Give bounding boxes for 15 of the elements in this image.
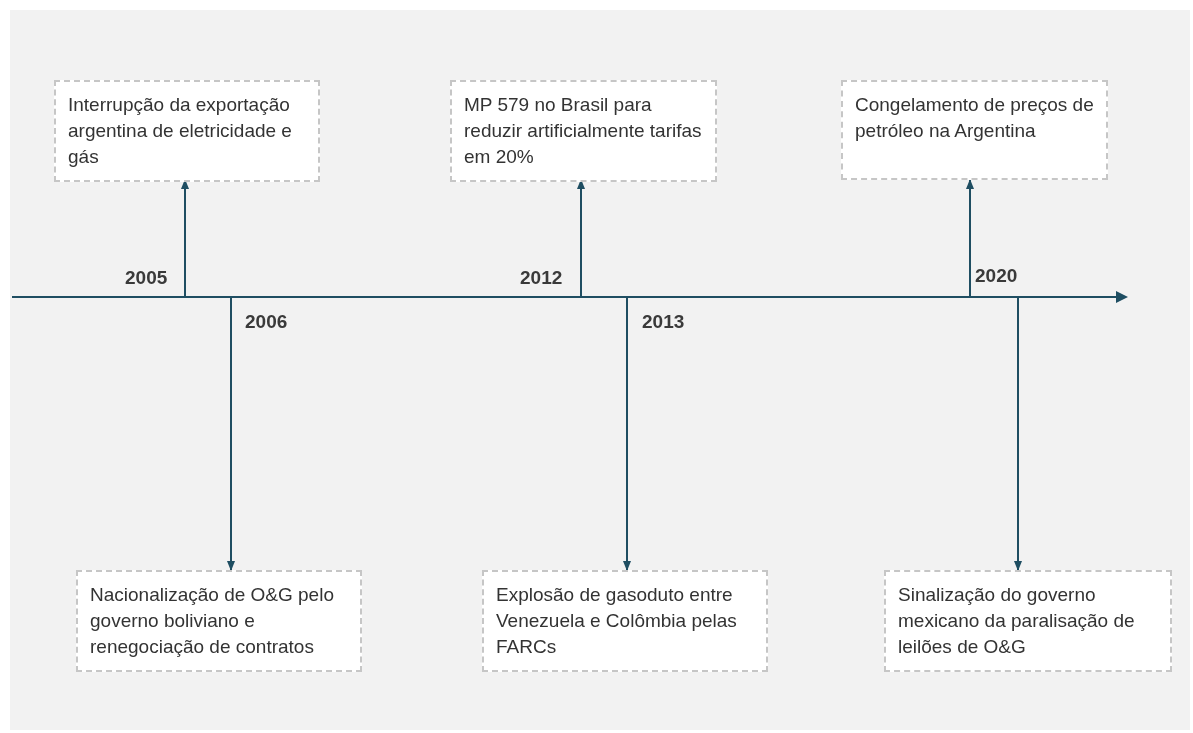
event-box: Explosão de gasoduto entre Venezuela e Colômbia pelas FARCs <box>482 570 768 672</box>
arrow <box>623 297 631 571</box>
arrow <box>227 297 235 571</box>
year-label: 2012 <box>520 267 563 289</box>
year-label: 2005 <box>125 267 168 289</box>
event-box: MP 579 no Brasil para reduzir artificialmente tarifas em 20% <box>450 80 717 182</box>
arrow <box>966 179 974 297</box>
event-box: Interrupção da exportação argentina de eletricidade e gás <box>54 80 320 182</box>
year-label: 2020 <box>975 265 1018 287</box>
event-box: Nacionalização de O&G pelo governo boliviano e renegociação de contratos <box>76 570 362 672</box>
year-label: 2013 <box>642 311 685 333</box>
event-box: Congelamento de preços de petróleo na Argentina <box>841 80 1108 180</box>
event-box: Sinalização do governo mexicano da paralisação de leilões de O&G <box>884 570 1172 672</box>
arrow <box>1014 297 1022 571</box>
year-label: 2006 <box>245 311 288 333</box>
